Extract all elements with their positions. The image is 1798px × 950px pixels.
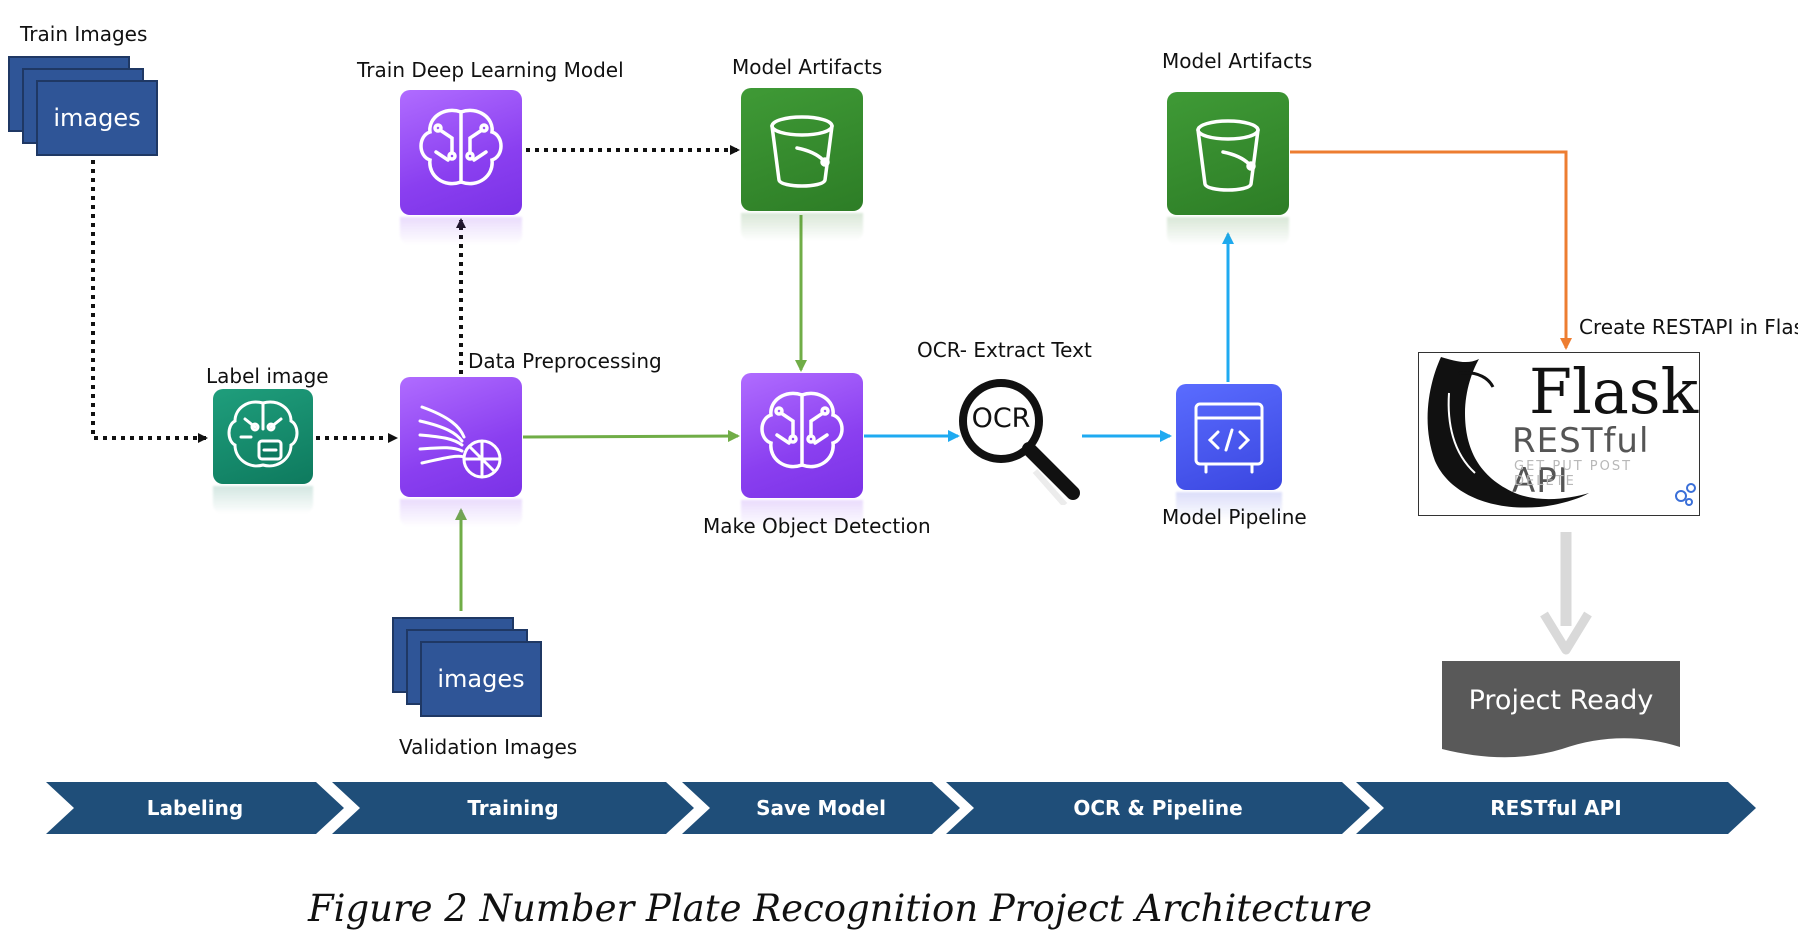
brain-circuit-icon	[760, 391, 844, 469]
code-window-icon	[1194, 402, 1264, 474]
figure-caption: Figure 2 Number Plate Recognition Projec…	[307, 887, 1373, 930]
document-shape	[1442, 661, 1680, 758]
flask-api-label: Create RESTAPI in Flask	[1579, 315, 1798, 339]
validation-images-label: Validation Images	[399, 735, 578, 759]
flask-brand-text: Flask	[1529, 355, 1699, 428]
edge-flask-to-ready-head	[1540, 611, 1592, 655]
ocr-node[interactable]: OCR	[955, 375, 1085, 505]
flask-subtitle-text: RESTful API	[1512, 421, 1650, 501]
stage-bar	[46, 782, 1756, 834]
data-preprocessing-label: Data Preprocessing	[468, 349, 662, 373]
label-image-reflection	[213, 486, 313, 514]
stage-chevron-labeling	[46, 782, 344, 834]
stage-chevron-restful-api	[1356, 782, 1756, 834]
bucket-icon	[1196, 119, 1260, 192]
model-artifacts-1-node[interactable]	[741, 88, 863, 211]
ocr-label: OCR- Extract Text	[917, 338, 1092, 362]
train-model-node[interactable]	[400, 90, 522, 215]
edge-preprocessing-to-detection	[522, 430, 740, 443]
stage-label-labeling: Labeling	[146, 796, 244, 820]
stage-chevron-training	[332, 782, 694, 834]
stage-label-training: Training	[467, 796, 559, 820]
model-pipeline-label: Model Pipeline	[1162, 505, 1307, 529]
stage-label-ocr-pipeline: OCR & Pipeline	[1073, 796, 1243, 820]
flask-api-node[interactable]: Flask RESTful API GET PUT POST DELETE	[1418, 352, 1700, 516]
train-images-sheet-front: images	[36, 80, 158, 156]
model-artifacts-1-label: Model Artifacts	[732, 55, 883, 79]
edge-artifacts-to-flask	[1290, 150, 1572, 350]
validation-images-sheet-front: images	[420, 641, 542, 717]
model-pipeline-reflection	[1176, 492, 1282, 520]
stage-chevron-ocr-pipeline	[946, 782, 1370, 834]
brain-tag-icon	[227, 400, 299, 468]
edge-train-images-to-label-image	[91, 160, 208, 443]
model-artifacts-2-node[interactable]	[1167, 92, 1289, 215]
ocr-icon-text: OCR	[971, 403, 1031, 434]
flask-verbs-text: GET PUT POST DELETE	[1514, 459, 1633, 489]
train-images-stack: images	[8, 56, 158, 156]
stage-label-restful-api: RESTful API	[1490, 796, 1622, 820]
validation-images-stack: images	[392, 617, 542, 717]
object-detection-label: Make Object Detection	[703, 514, 931, 538]
magnifier-icon	[959, 379, 1080, 505]
model-artifacts-2-reflection	[1167, 217, 1289, 245]
data-preprocessing-reflection	[400, 499, 522, 527]
model-artifacts-1-reflection	[741, 213, 863, 241]
bucket-icon	[770, 115, 834, 188]
flask-horn-logo	[1427, 357, 1696, 508]
train-images-label: Train Images	[20, 22, 148, 46]
data-stream-icon	[418, 405, 502, 479]
object-detection-reflection	[741, 500, 863, 528]
stage-chevron-save-model	[682, 782, 960, 834]
data-preprocessing-node[interactable]	[400, 377, 522, 497]
brain-circuit-icon	[419, 108, 503, 186]
label-image-label: Label image	[206, 364, 329, 388]
train-model-label: Train Deep Learning Model	[357, 58, 624, 82]
object-detection-node[interactable]	[741, 373, 863, 498]
model-artifacts-2-label: Model Artifacts	[1162, 49, 1313, 73]
stage-label-save-model: Save Model	[756, 796, 886, 820]
project-ready-text: Project Ready	[1468, 685, 1654, 716]
project-ready-node[interactable]: Project Ready	[1442, 661, 1680, 761]
model-pipeline-node[interactable]	[1176, 384, 1282, 490]
label-image-node[interactable]	[213, 389, 313, 484]
train-model-reflection	[400, 217, 522, 245]
